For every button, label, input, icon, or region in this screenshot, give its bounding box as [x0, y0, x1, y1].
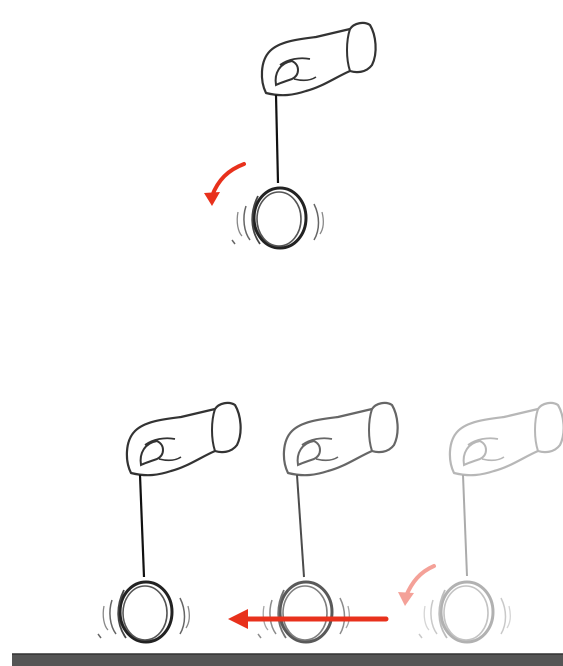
string	[140, 475, 144, 577]
bottom-panel	[12, 403, 563, 666]
top-panel	[204, 23, 376, 248]
hand-icon	[262, 23, 376, 95]
curved-arrow-icon	[204, 164, 244, 206]
string	[276, 95, 278, 183]
hand-icon	[127, 403, 241, 475]
string	[463, 475, 467, 576]
ground	[12, 654, 563, 666]
stage-3	[419, 403, 563, 642]
hand-icon	[284, 403, 398, 475]
straight-arrow-icon	[228, 609, 386, 629]
stage-2	[258, 403, 398, 642]
stage-1	[98, 403, 241, 642]
string	[297, 475, 304, 577]
hand-icon	[450, 403, 563, 475]
ring-icon	[232, 188, 323, 248]
ring-icon	[98, 582, 189, 642]
ring-icon	[258, 582, 349, 642]
ring-icon	[419, 582, 510, 642]
curved-arrow-icon	[398, 566, 434, 606]
